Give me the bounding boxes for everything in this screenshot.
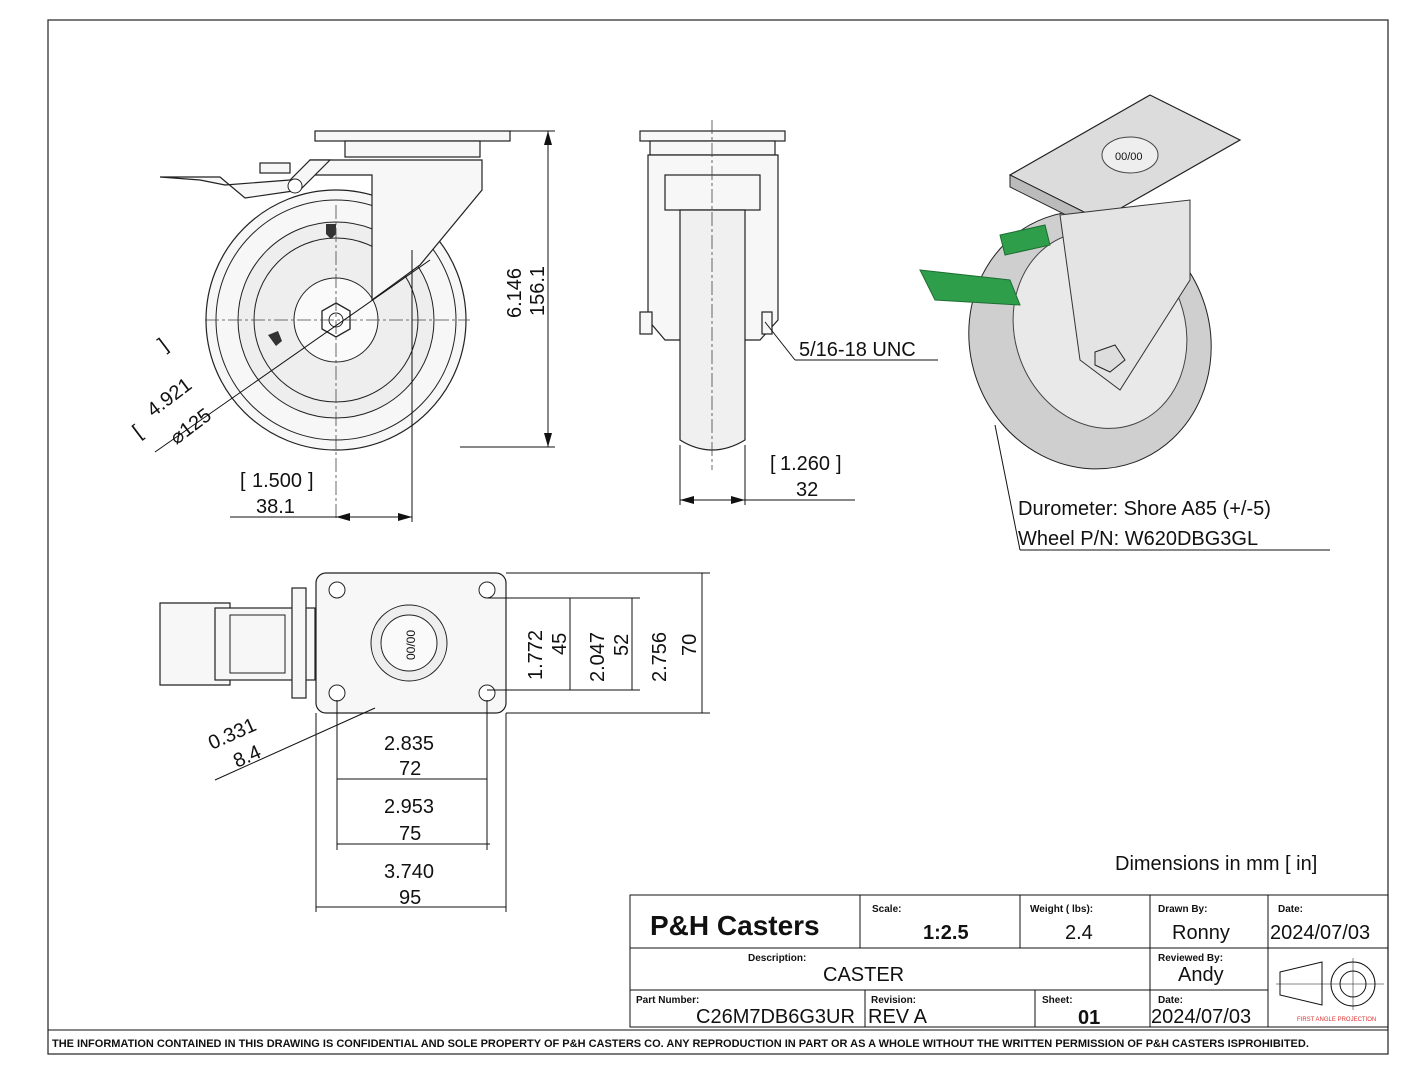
company-name: P&H Casters	[650, 910, 820, 941]
date-reviewed-label: Date:	[1158, 995, 1183, 1006]
reviewed-by-label: Reviewed By:	[1158, 953, 1223, 964]
projection-label: FIRST ANGLE PROJECTION	[1297, 1017, 1376, 1023]
bracket-dia-l: [	[129, 421, 147, 442]
dim-width-mm: 32	[796, 479, 818, 501]
wheel-pn-note: Wheel P/N: W620DBG3GL	[1018, 528, 1258, 550]
dim-plate-x-in: 3.740	[384, 861, 434, 883]
side-view	[154, 130, 555, 522]
sheet-border	[47, 19, 1389, 1055]
dim-hole-mm: 8.4	[230, 741, 264, 772]
bracket-dia-r: ]	[154, 334, 172, 355]
drawn-by-value: Ronny	[1172, 922, 1230, 944]
dim-offset-brackets-r: ]	[308, 470, 314, 492]
date-drawn-value: 2024/07/03	[1270, 922, 1370, 944]
sheet-value: 01	[1078, 1007, 1100, 1029]
dim-plate-inner-x-in: 2.953	[384, 796, 434, 818]
scale-label: Scale:	[872, 904, 901, 915]
drawn-by-label: Drawn By:	[1158, 904, 1207, 915]
description-value: CASTER	[823, 964, 904, 986]
dim-plate-inner-y-in: 2.047	[587, 632, 609, 682]
top-hub-marking: 00/00	[404, 630, 418, 660]
revision-value: REV A	[868, 1006, 928, 1028]
dim-plate-y-in: 2.756	[649, 632, 671, 682]
dim-width-in: 1.260	[780, 453, 830, 475]
front-view	[639, 120, 938, 505]
dim-width-brl: [	[770, 453, 776, 475]
top-view	[159, 572, 710, 912]
dim-dia-mm: ⌀125	[166, 404, 216, 449]
weight-value: 2.4	[1065, 922, 1093, 944]
dim-offset-mm: 38.1	[256, 496, 295, 518]
projection-symbol	[1276, 958, 1384, 1010]
title-block	[629, 894, 1389, 1028]
date-label: Date:	[1278, 904, 1303, 915]
iso-hub-marking: 00/00	[1115, 151, 1143, 163]
isometric-view: 00/00	[919, 94, 1330, 551]
revision-label: Revision:	[871, 995, 916, 1006]
dim-width-brr: ]	[836, 453, 842, 475]
dim-plate-inner-x-mm: 75	[399, 823, 421, 845]
dim-height-mm: 156.1	[527, 266, 549, 316]
reviewed-by-value: Andy	[1178, 964, 1224, 986]
units-note: Dimensions in mm [ in]	[1115, 853, 1317, 875]
part-number-label: Part Number:	[636, 995, 699, 1006]
durometer-note: Durometer: Shore A85 (+/-5)	[1018, 498, 1271, 520]
thread-callout: 5/16-18 UNC	[799, 339, 916, 361]
description-label: Description:	[748, 953, 806, 964]
dim-bolt-y-in: 1.772	[525, 630, 547, 680]
dim-bolt-x-mm: 72	[399, 758, 421, 780]
dim-plate-y-mm: 70	[679, 634, 701, 656]
scale-value: 1:2.5	[923, 922, 969, 944]
dim-bolt-x-in: 2.835	[384, 733, 434, 755]
dim-bolt-y-mm: 45	[549, 633, 571, 655]
sheet-label: Sheet:	[1042, 995, 1073, 1006]
dim-offset-brackets: [	[240, 470, 246, 492]
weight-label: Weight ( lbs):	[1030, 904, 1093, 915]
dim-height-in: 6.146	[504, 268, 526, 318]
confidential-footer: THE INFORMATION CONTAINED IN THIS DRAWIN…	[52, 1038, 1309, 1050]
part-number-value: C26M7DB6G3UR	[696, 1006, 855, 1028]
date-reviewed-value: 2024/07/03	[1151, 1006, 1251, 1028]
dim-offset-in: 1.500	[252, 470, 302, 492]
dim-plate-x-mm: 95	[399, 887, 421, 909]
dim-plate-inner-y-mm: 52	[611, 634, 633, 656]
